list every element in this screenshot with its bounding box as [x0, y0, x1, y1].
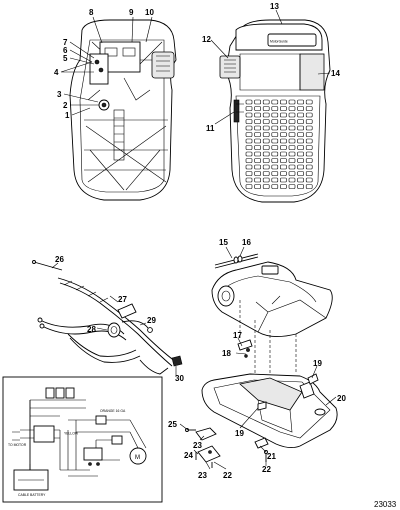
pedal-tread	[245, 99, 313, 189]
callout-1: 1	[65, 111, 70, 120]
callout-22-left: 22	[223, 471, 232, 480]
callout-27: 27	[118, 295, 127, 304]
callout-30: 30	[175, 374, 184, 383]
callout-15: 15	[219, 238, 228, 247]
callout-7: 7	[63, 38, 68, 47]
cable-harness-icon	[32, 260, 183, 375]
callout-28: 28	[87, 325, 96, 334]
callout-16: 16	[242, 238, 251, 247]
callout-14: 14	[331, 69, 340, 78]
callout-5: 5	[63, 54, 68, 63]
callout-18: 18	[222, 349, 231, 358]
callout-2: 2	[63, 101, 68, 110]
wiring-schematic-icon: M YELLOW ORANGE 16 GA TO MOTOR CABLE BAT…	[2, 376, 163, 503]
callout-26: 26	[55, 255, 64, 264]
schematic-label-orange: ORANGE 16 GA	[100, 409, 126, 413]
callout-12: 12	[202, 35, 211, 44]
callout-23-lower: 23	[198, 471, 207, 480]
callout-23-upper: 23	[193, 441, 202, 450]
schematic-label-to-motor: TO MOTOR	[8, 443, 27, 447]
callout-17: 17	[233, 331, 242, 340]
pedal-logo: MotorGuide	[270, 40, 288, 44]
callout-22-right: 22	[262, 465, 271, 474]
foot-pedal-underside-icon	[69, 19, 177, 201]
pedal-assembly-exploded-icon	[185, 253, 338, 468]
callout-13: 13	[270, 2, 279, 11]
callout-19-lower: 19	[235, 429, 244, 438]
callout-9: 9	[129, 8, 134, 17]
callout-24: 24	[184, 451, 193, 460]
svg-text:M: M	[135, 455, 140, 461]
callout-20: 20	[337, 394, 346, 403]
callout-6: 6	[63, 46, 68, 55]
callout-25: 25	[168, 420, 177, 429]
callout-11: 11	[206, 124, 215, 133]
figure-number: 23033	[374, 500, 397, 509]
callout-10: 10	[145, 8, 154, 17]
schematic-label-yellow: YELLOW	[64, 432, 79, 436]
callout-4: 4	[54, 68, 59, 77]
callout-19-upper: 19	[313, 359, 322, 368]
callout-8: 8	[89, 8, 94, 17]
callout-29: 29	[147, 316, 156, 325]
callout-21: 21	[267, 452, 276, 461]
foot-pedal-top-icon: MotorGuide	[219, 19, 331, 203]
callout-3: 3	[57, 90, 62, 99]
schematic-label-battery: CABLE BATTERY	[18, 493, 46, 497]
